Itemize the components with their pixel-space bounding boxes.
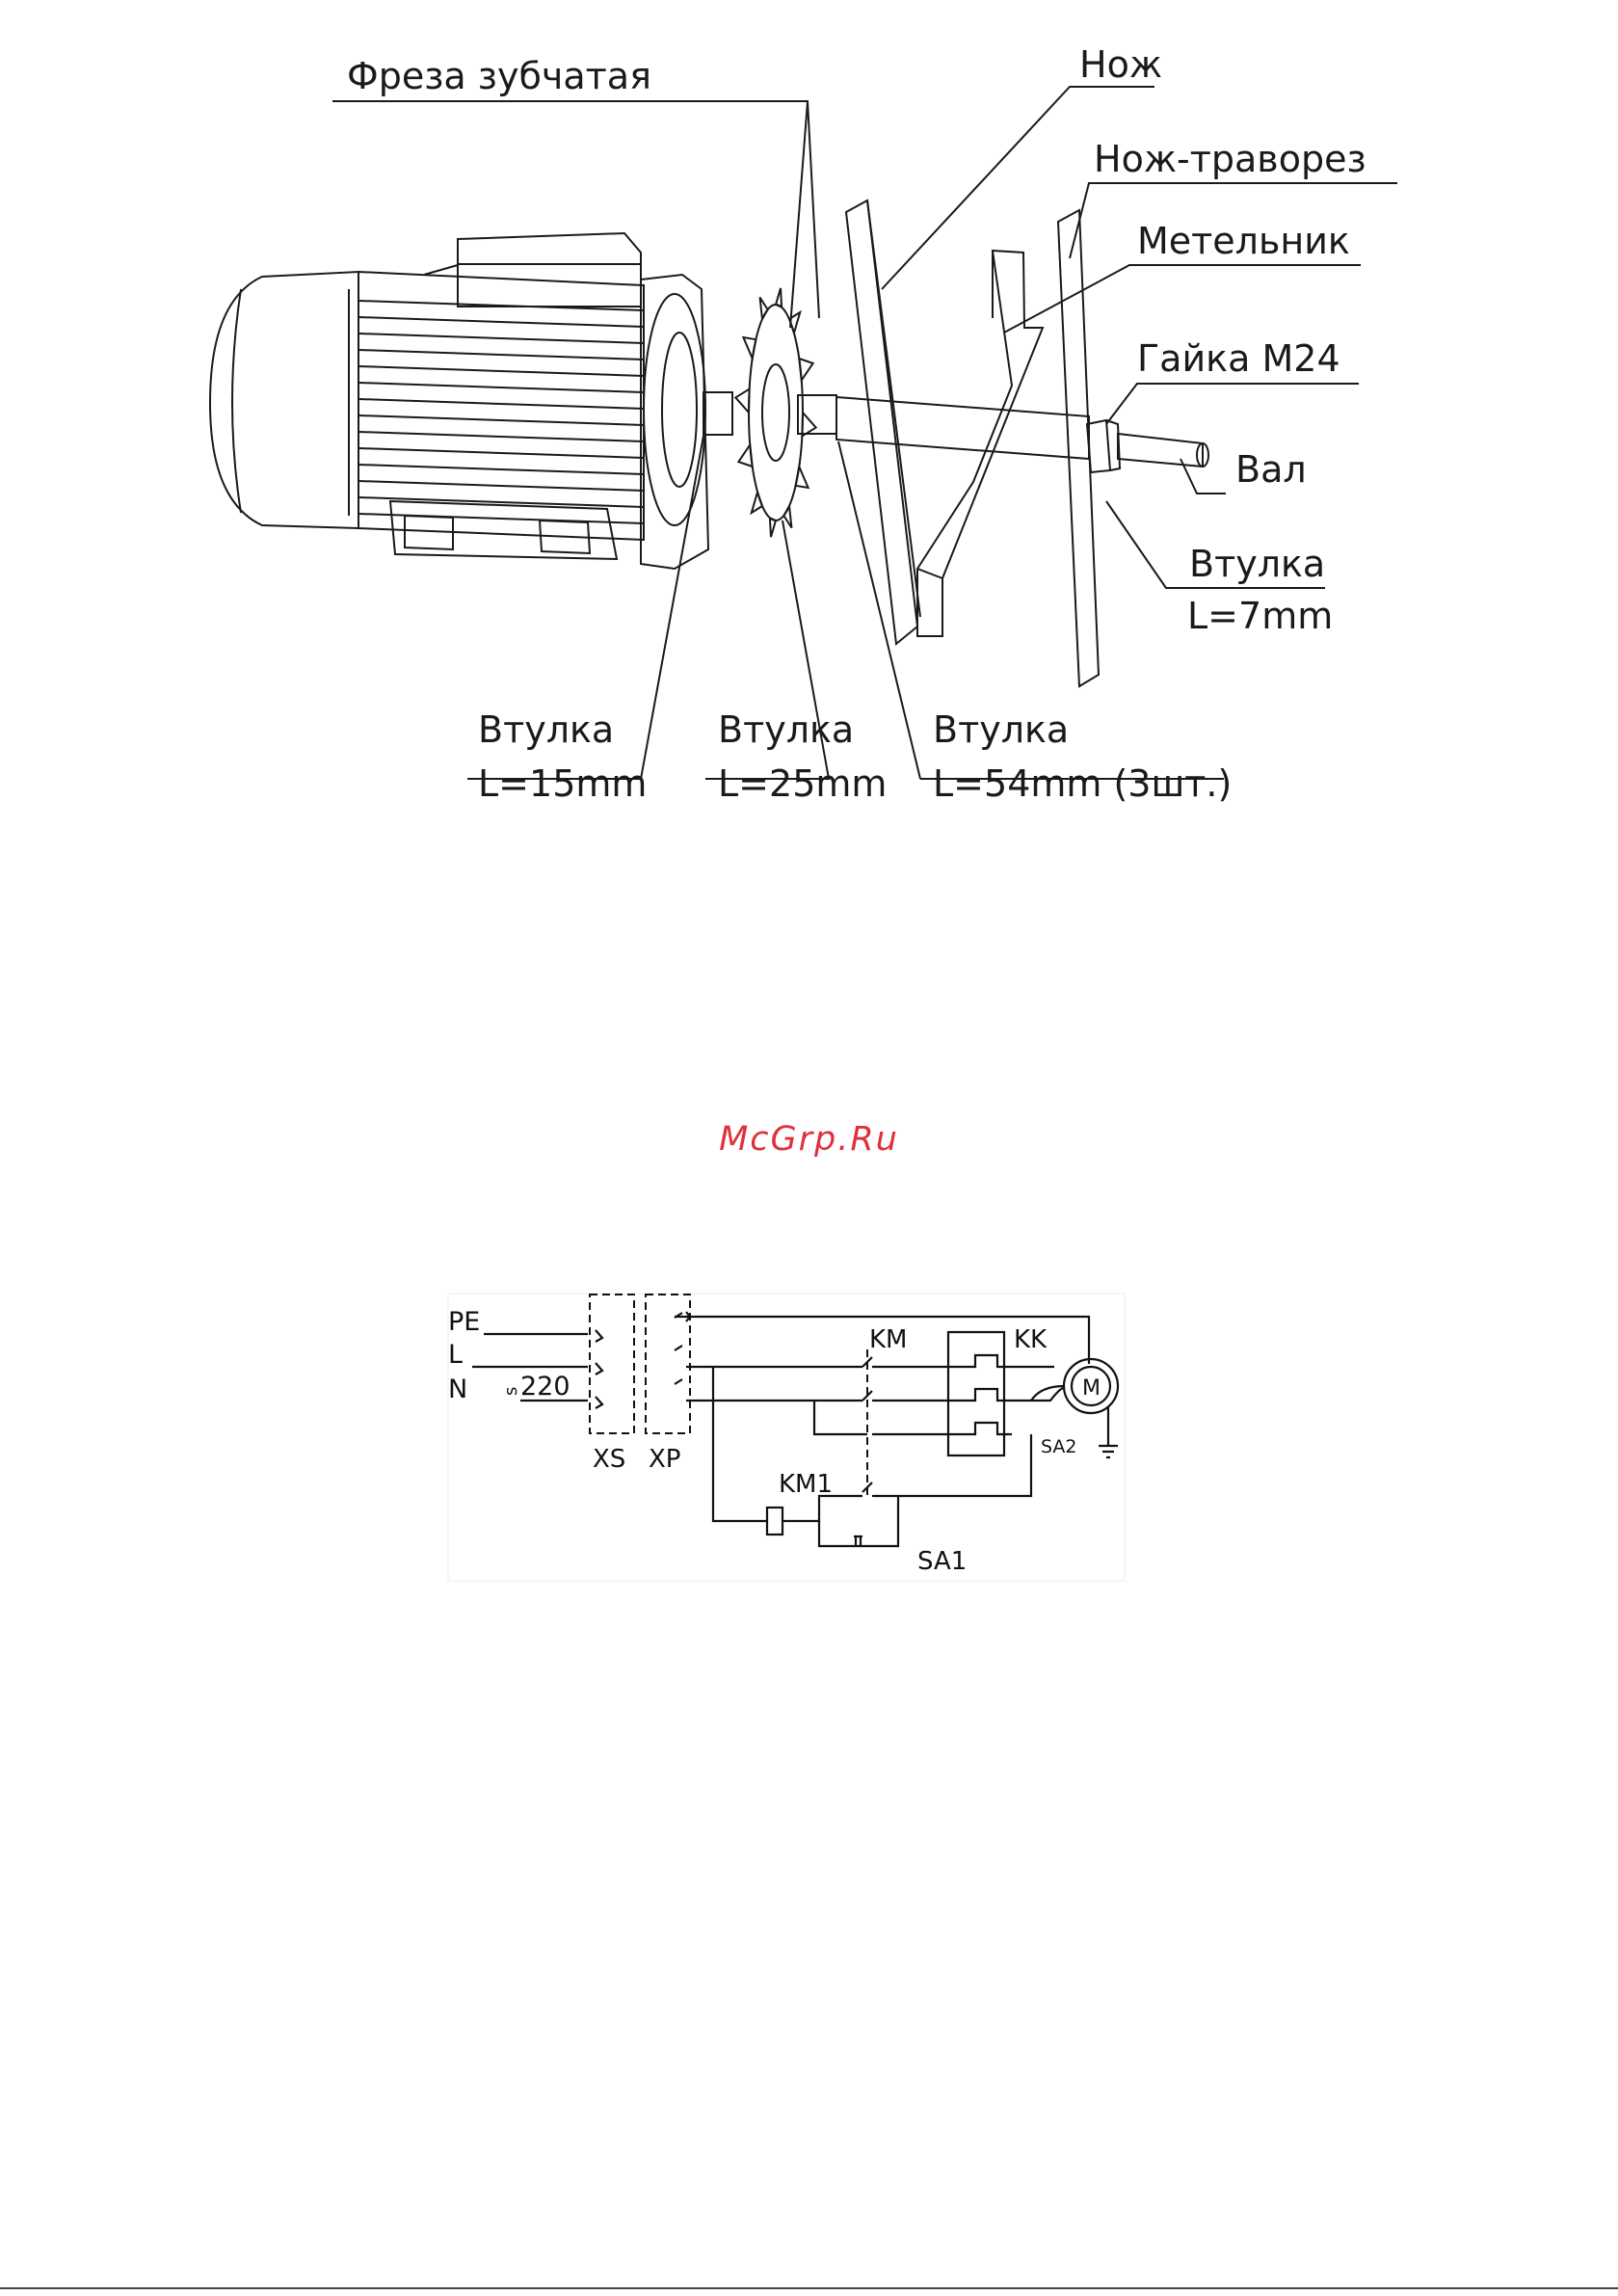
label-km1: KM1: [779, 1470, 833, 1499]
label-kk: KK: [1014, 1325, 1048, 1354]
label-l: L: [448, 1340, 463, 1370]
leader-lines: [332, 87, 1397, 779]
cooling-fin: [358, 350, 644, 360]
beater: [917, 251, 1043, 636]
cooling-fin: [358, 317, 644, 327]
grass-knife-blade: [1058, 210, 1099, 686]
cooling-fin: [358, 514, 644, 523]
cooling-fins: [358, 301, 644, 523]
label-bushing-15-name: Втулка: [478, 708, 614, 751]
nut-m24: [1087, 420, 1120, 472]
motor-body: [349, 272, 644, 540]
label-sa1: SA1: [917, 1547, 967, 1576]
label-shaft: Вал: [1235, 448, 1307, 491]
label-km: KM: [869, 1325, 907, 1354]
toothed-cutter: [735, 288, 815, 537]
cutter-tooth: [735, 389, 749, 413]
terminal-box: [424, 233, 641, 307]
label-motor: M: [1082, 1376, 1101, 1401]
cooling-fin: [358, 432, 644, 441]
label-bushing-15-len: L=15mm: [478, 762, 647, 805]
label-grass-knife: Нож-траворез: [1094, 138, 1366, 180]
cooling-fin: [358, 465, 644, 474]
label-bushing-54-name: Втулка: [933, 708, 1069, 751]
watermark: McGrp.Ru: [0, 1120, 1618, 1159]
cooling-fin: [358, 383, 644, 392]
label-bushing-7-len: L=7mm: [1187, 595, 1333, 637]
label-cutter: Фреза зубчатая: [347, 55, 651, 97]
motor-assembly-drawing: Фреза зубчатая Нож Нож-траворез Метельни…: [210, 43, 1397, 805]
label-nut: Гайка М24: [1137, 337, 1340, 380]
cooling-fin: [358, 334, 644, 343]
label-ac-symbol: s: [501, 1387, 521, 1396]
label-voltage: 220: [520, 1372, 570, 1402]
label-pe: PE: [448, 1307, 480, 1337]
cooling-fin: [358, 415, 644, 425]
cooling-fin: [358, 399, 644, 409]
bushing-15mm: [703, 392, 732, 435]
label-xp: XP: [649, 1445, 681, 1474]
cooling-fin: [358, 481, 644, 491]
wiring-schematic: PE L N s 220 XS XP KM KK M SA2 KM1 SA1: [448, 1294, 1125, 1581]
label-sa2: SA2: [1041, 1436, 1077, 1457]
label-bushing-25-len: L=25mm: [718, 762, 887, 805]
label-bushing-54-len: L=54mm (3шт.): [933, 762, 1232, 805]
cooling-fin: [358, 448, 644, 458]
label-bushing-7-name: Втулка: [1189, 543, 1325, 585]
cooling-fin: [358, 366, 644, 376]
label-beater: Метельник: [1137, 220, 1350, 262]
shaft-end: [1118, 434, 1208, 467]
knife-blade: [846, 200, 920, 644]
label-bushing-25-name: Втулка: [718, 708, 854, 751]
label-xs: XS: [593, 1445, 625, 1474]
front-flange: [641, 275, 708, 569]
cutter-tooth: [802, 413, 815, 436]
label-knife: Нож: [1079, 43, 1162, 86]
motor-rear-cap: [210, 272, 358, 528]
label-n: N: [448, 1375, 467, 1404]
